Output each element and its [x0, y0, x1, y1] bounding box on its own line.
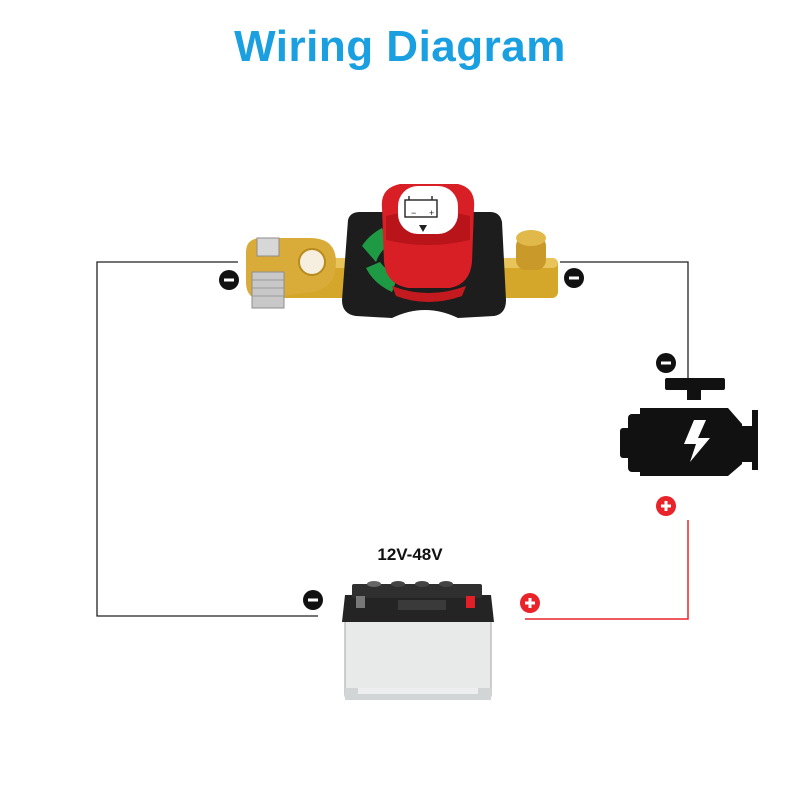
engine-icon	[620, 378, 758, 476]
svg-text:−: −	[411, 208, 416, 218]
wire-switch-to-battery	[96, 261, 318, 617]
negative-terminal-icon	[656, 353, 676, 373]
svg-text:+: +	[429, 208, 434, 218]
negative-terminal-icon	[303, 590, 323, 610]
battery-voltage-label: 12V-48V	[377, 545, 443, 564]
negative-wires	[96, 261, 689, 617]
battery-disconnect-switch-icon: + −	[246, 184, 558, 318]
positive-terminal-icon	[520, 593, 540, 613]
car-battery-icon	[342, 581, 494, 700]
positive-terminal-icon	[656, 496, 676, 516]
negative-terminal-icon	[219, 270, 239, 290]
wire-positive-engine-to-battery	[525, 520, 689, 620]
wire-switch-to-engine	[560, 261, 689, 380]
diagram-title: Wiring Diagram	[234, 22, 566, 71]
negative-terminal-icon	[564, 268, 584, 288]
